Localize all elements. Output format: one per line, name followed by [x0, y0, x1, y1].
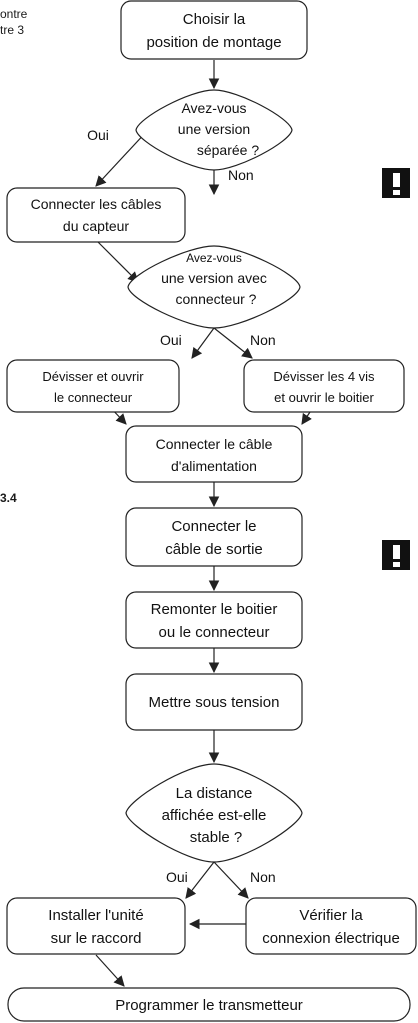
connectors	[91, 60, 327, 987]
step-install-unit	[6, 897, 186, 955]
arrow-d3-no	[213, 861, 249, 899]
step-open-housing-line2: et ouvrir le boitier	[274, 390, 374, 405]
step-connect-sensor-line2: du capteur	[63, 218, 129, 234]
step-open-connector-line2: le connecteur	[54, 390, 133, 405]
step-open-housing-line1: Dévisser les 4 vis	[273, 369, 375, 384]
step-reassemble-line2: ou le connecteur	[159, 624, 270, 641]
margin-text-fragment-2: tre 3	[0, 23, 25, 37]
step-install-unit-line2: sur le raccord	[51, 930, 142, 947]
label-d1-yes: Oui	[87, 127, 109, 143]
step-power-on-line1: Mettre sous tension	[149, 694, 280, 711]
arrow-d2-yes	[191, 327, 215, 359]
section-number-fragment: 3.4	[0, 491, 17, 505]
step-output-cable-line1: Connecter le	[171, 518, 256, 535]
decision-separate-version-line2: une version	[178, 121, 250, 137]
decision-stable-distance-line2: affichée est-elle	[162, 807, 267, 824]
step-power-cable-line1: Connecter le câble	[156, 436, 273, 452]
decision-separate-version-line3: séparée ?	[197, 142, 259, 158]
step-open-connector	[6, 359, 180, 413]
step-install-unit-line1: Installer l'unité	[48, 907, 143, 924]
step-open-connector-line1: Dévisser et ouvrir	[42, 369, 144, 384]
step-program-transmitter	[7, 987, 411, 1022]
step-check-connection-line1: Vérifier la	[299, 907, 363, 924]
step-check-connection-line2: connexion électrique	[262, 930, 400, 947]
decision-stable-distance	[125, 763, 303, 863]
arrow-d1-yes	[95, 129, 149, 187]
decision-connector-version	[127, 245, 301, 329]
step-reassemble-line1: Remonter le boitier	[151, 601, 278, 618]
warning-icon	[382, 540, 410, 570]
step-check-connection	[245, 897, 417, 955]
label-d3-no: Non	[250, 869, 276, 885]
step-program-transmitter-line1: Programmer le transmetteur	[115, 997, 303, 1014]
decision-separate-version	[135, 89, 293, 171]
step-output-cable-line2: câble de sortie	[165, 541, 263, 558]
step-open-housing	[243, 359, 405, 413]
decision-connector-version-line3: connecteur ?	[176, 291, 257, 307]
arrow-install-to-program	[95, 954, 125, 987]
step-power-on	[125, 673, 303, 731]
label-d1-no: Non	[228, 167, 254, 183]
decision-stable-distance-line1: La distance	[176, 785, 253, 802]
label-d3-yes: Oui	[166, 869, 188, 885]
decision-stable-distance-line3: stable ?	[190, 829, 243, 846]
step-choose-position	[120, 0, 308, 60]
step-power-cable	[125, 425, 303, 483]
warning-icon	[382, 168, 410, 198]
step-connect-sensor-line1: Connecter les câbles	[31, 196, 162, 212]
arrow-d2-no	[213, 327, 253, 359]
label-d2-yes: Oui	[160, 332, 182, 348]
margin-text-fragment-1: ontre	[0, 7, 28, 21]
arrow-sensor-to-d2	[95, 239, 139, 283]
decision-connector-version-line2: une version avec	[161, 270, 267, 286]
decision-separate-version-line1: Avez-vous	[181, 100, 246, 116]
step-choose-position-line1: Choisir la	[183, 11, 246, 28]
step-power-cable-line2: d'alimentation	[171, 458, 257, 474]
step-choose-position-line2: position de montage	[146, 34, 281, 51]
decision-connector-version-line1: Avez-vous	[186, 251, 242, 265]
arrow-d3-yes	[185, 861, 215, 899]
label-d2-no: Non	[250, 332, 276, 348]
step-output-cable	[125, 507, 303, 567]
step-reassemble	[125, 591, 303, 649]
step-connect-sensor	[6, 187, 186, 243]
